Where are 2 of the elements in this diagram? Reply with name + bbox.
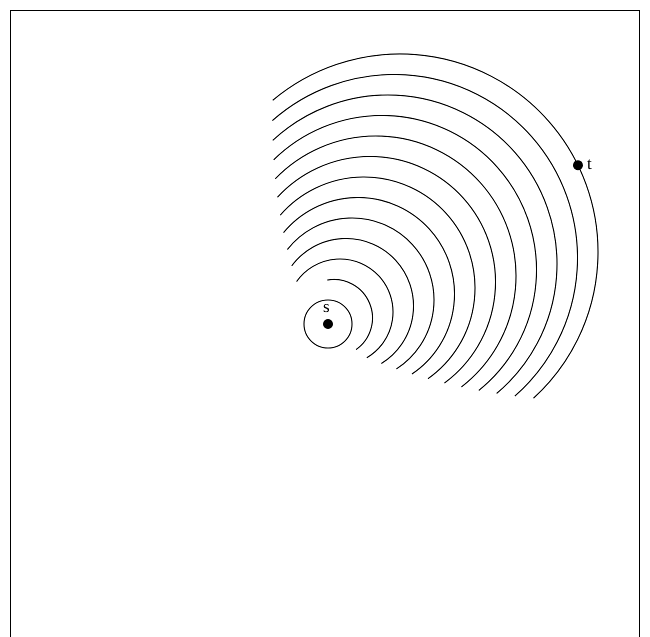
point-label: s [323, 298, 330, 315]
point-label: t [586, 155, 592, 172]
